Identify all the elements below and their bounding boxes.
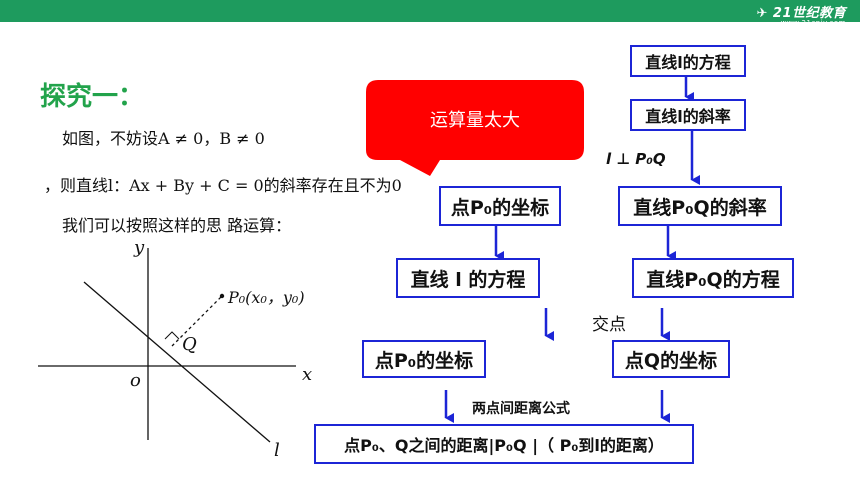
callout-bubble (366, 80, 584, 176)
x-axis-label: x (302, 364, 313, 385)
box-point-p0-coords-bottom: 点P₀的坐标 (362, 340, 486, 378)
logo-text: 21世纪教育 (772, 6, 846, 21)
distance-formula-label: 两点间距离公式 (472, 401, 570, 417)
header-bar (0, 0, 860, 22)
box-distance-result: 点P₀、Q之间的距离|P₀Q |（ P₀到l的距离） (314, 424, 694, 464)
intersection-label: 交点 (592, 315, 626, 335)
box-point-q-coords: 点Q的坐标 (612, 340, 730, 378)
box-line-l-equation-left: 直线 l 的方程 (396, 258, 540, 298)
box-point-p0-coords-top: 点P₀的坐标 (439, 186, 561, 226)
logo-subtext: www.21cnjy.com (780, 19, 846, 27)
section-heading: 探究一： (40, 82, 145, 112)
right-angle-mark (164, 331, 180, 340)
box-line-p0q-equation: 直线P₀Q的方程 (632, 258, 794, 298)
line-l (83, 281, 271, 443)
y-axis-label: y (134, 237, 145, 258)
box-line-p0q-slope: 直线P₀Q的斜率 (618, 186, 782, 226)
intro-line-1: 如图，不妨设A ≠ 0，B ≠ 0 (62, 129, 265, 148)
point-p0-dot (219, 293, 225, 299)
point-q-label: Q (182, 334, 197, 355)
box-line-l-slope: 直线l的斜率 (630, 99, 746, 131)
origin-label: o (130, 370, 141, 391)
point-p0-label: P₀(x₀，y₀) (228, 288, 305, 307)
intro-line-3: 我们可以按照这样的思 路运算： (62, 216, 292, 235)
logo-icon: ✈ (756, 6, 768, 21)
brand-logo: ✈ 21世纪教育 www.21cnjy.com (756, 2, 846, 27)
box-line-l-equation: 直线l的方程 (630, 45, 746, 77)
perpendicular-label: l ⊥ P₀Q (606, 150, 666, 168)
intro-line-2: ，则直线l：Ax + By + C = 0的斜率存在且不为0 (44, 176, 402, 195)
line-l-label: l (274, 440, 280, 461)
perpendicular-segment (171, 295, 223, 347)
callout-label: 运算量太大 (430, 110, 520, 131)
